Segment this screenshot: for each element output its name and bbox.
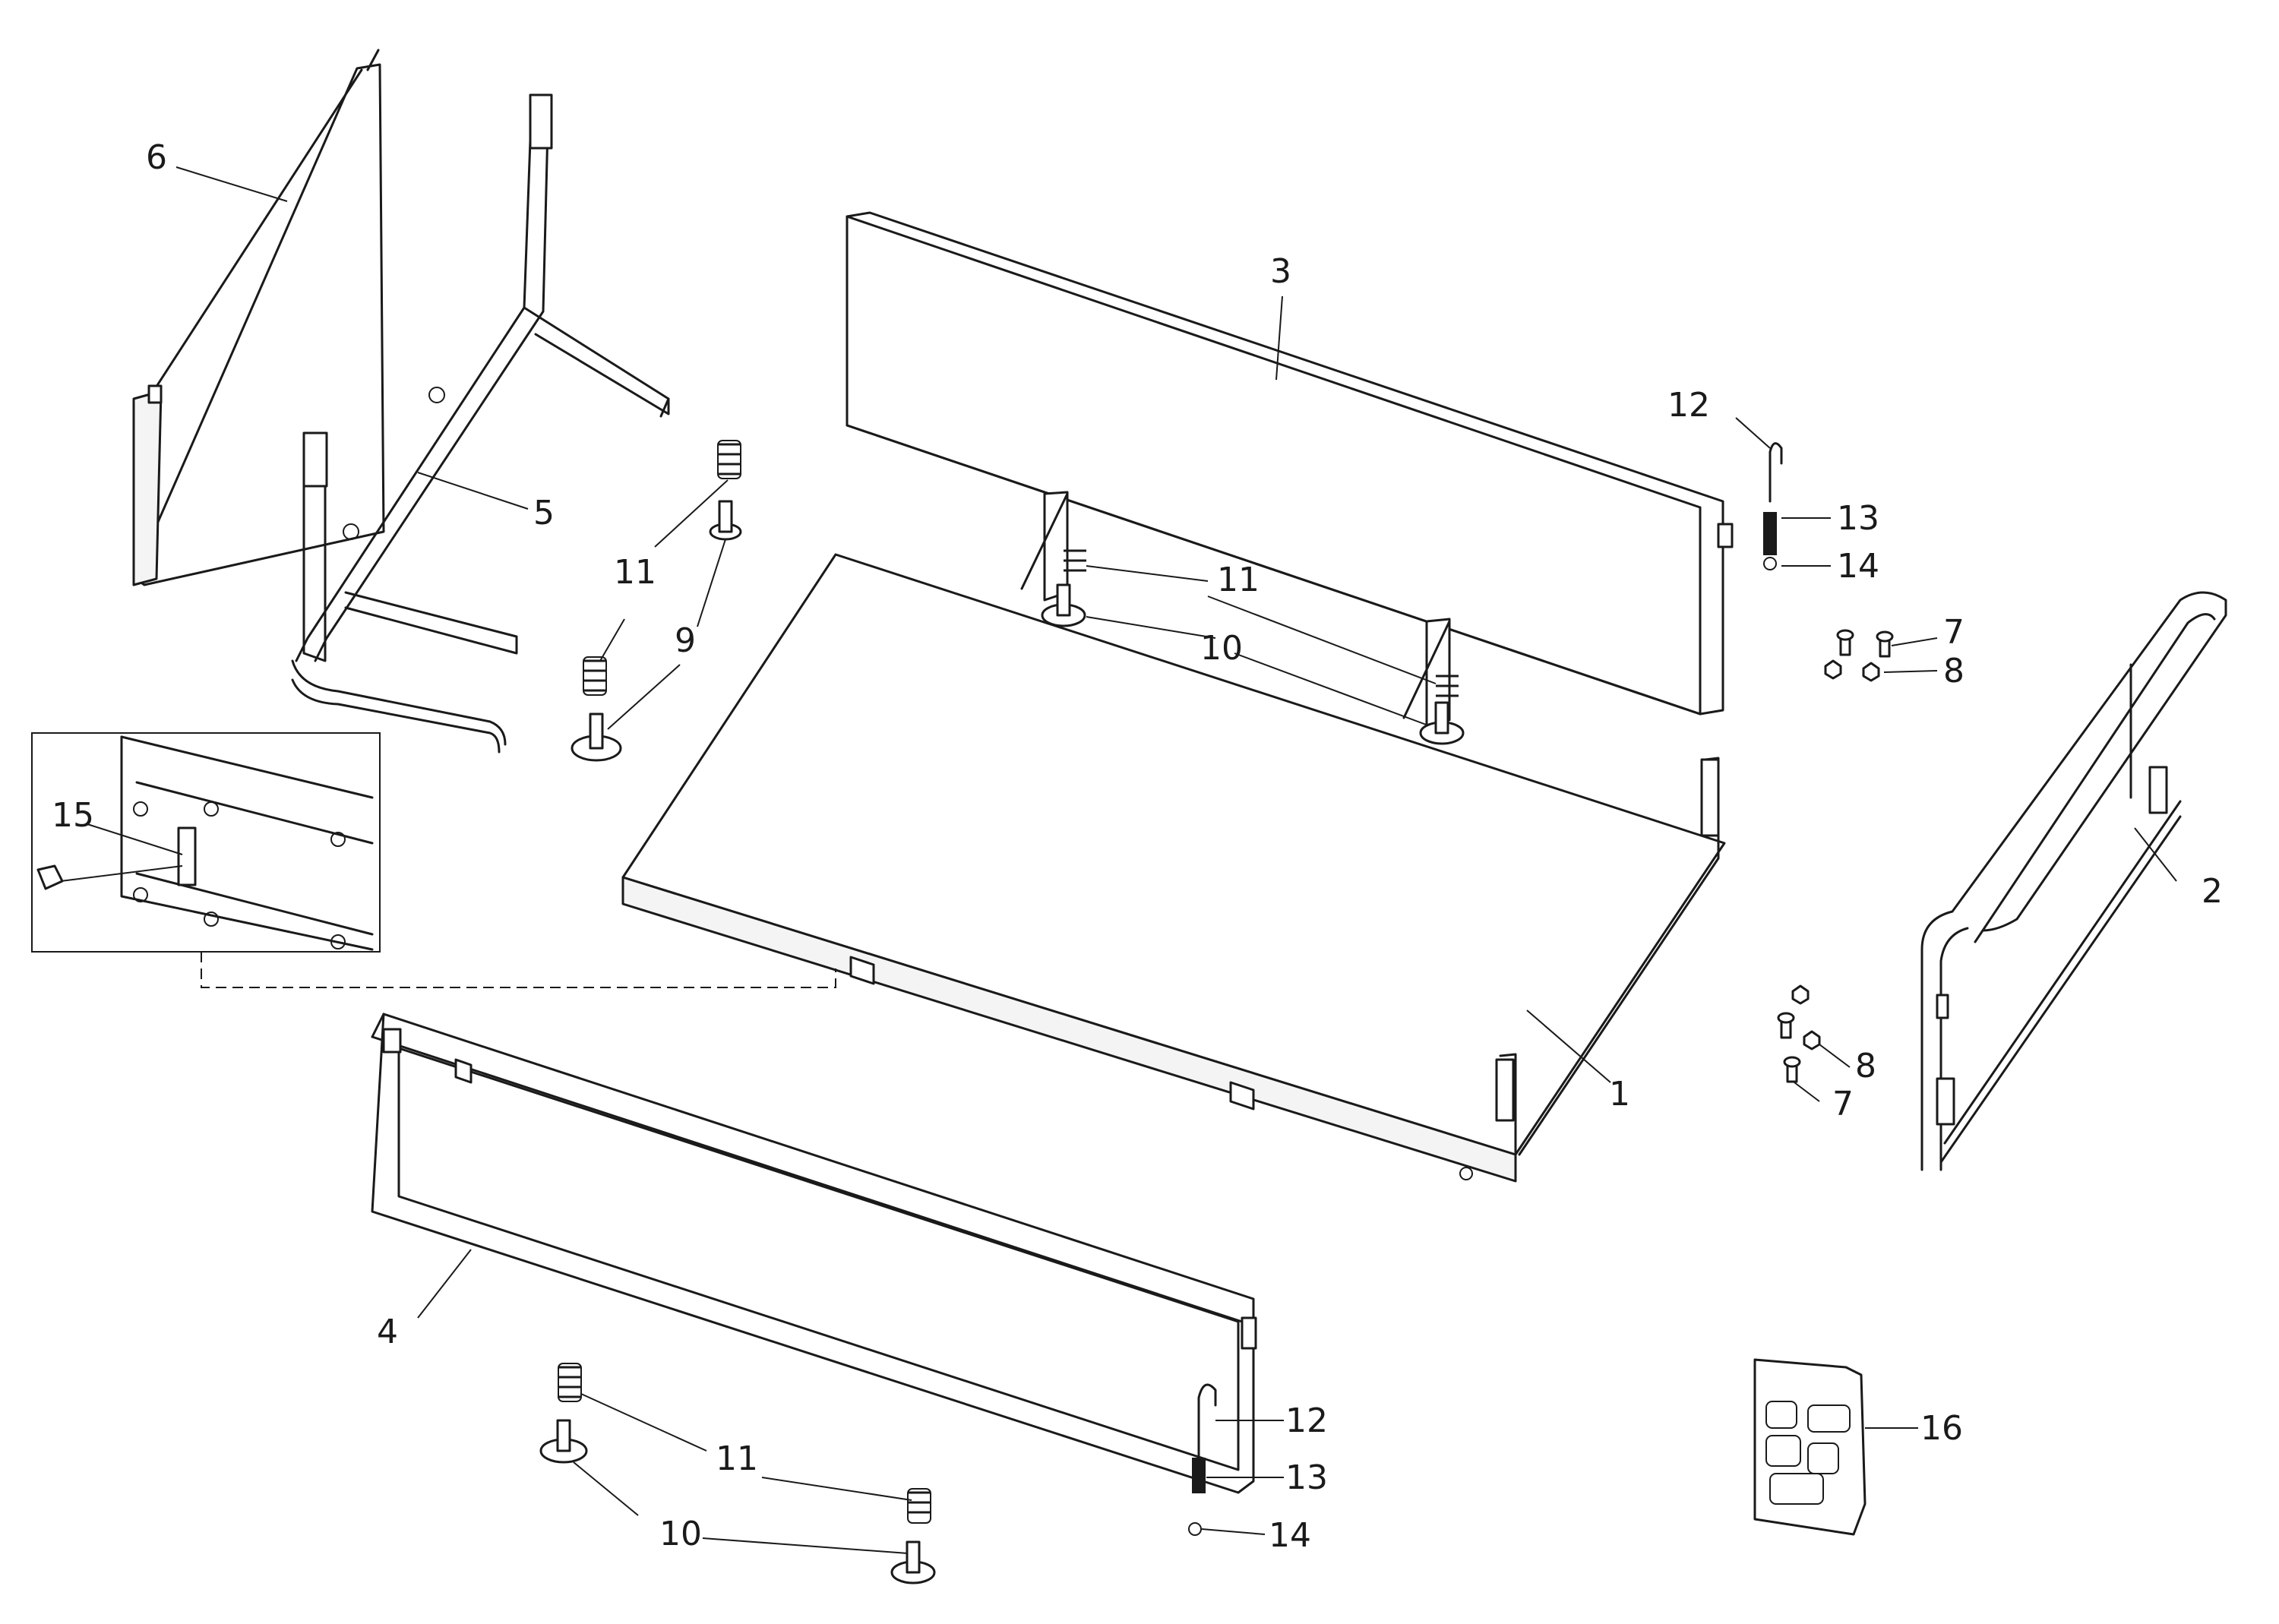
bed-floor-part <box>621 553 1726 1183</box>
bolt-top-a-part <box>1836 629 1854 656</box>
knob-center-b-part <box>1419 701 1465 745</box>
nut-bottom-b-part <box>1803 1030 1821 1051</box>
callout-15: 15 <box>52 796 94 835</box>
callout-7-top: 7 <box>1943 613 1964 652</box>
callout-6: 6 <box>146 138 167 177</box>
bolt-bottom-b-part <box>1783 1056 1801 1083</box>
bolt-top-b-part <box>1876 630 1894 658</box>
callout-3: 3 <box>1270 252 1291 291</box>
callout-2: 2 <box>2202 872 2223 911</box>
front-panel-part <box>846 211 1734 729</box>
callout-8-top: 8 <box>1943 652 1964 690</box>
leader-lines <box>60 166 2177 1554</box>
spring-bottom-a-part <box>558 1363 582 1402</box>
nut-top-a-part <box>1824 659 1842 680</box>
callout-14-top: 14 <box>1837 547 1879 586</box>
knob-top-part <box>709 500 742 541</box>
callout-11-bottom: 11 <box>716 1439 758 1478</box>
spring-left-part <box>583 656 607 696</box>
callout-9: 9 <box>675 621 696 660</box>
callout-10-center: 10 <box>1200 629 1243 668</box>
knob-bottom-b-part <box>890 1540 936 1585</box>
nut-bottom-a-part <box>1791 984 1810 1005</box>
side-frame-part <box>291 93 670 754</box>
callout-8-bottom: 8 <box>1855 1047 1876 1085</box>
callout-14-bottom: 14 <box>1269 1516 1311 1555</box>
callout-16: 16 <box>1920 1409 1963 1448</box>
side-panel-part <box>132 49 385 586</box>
callout-12-top: 12 <box>1667 386 1710 425</box>
spring-center-b-part <box>1436 675 1459 697</box>
callout-5: 5 <box>533 494 555 532</box>
callout-11-left: 11 <box>614 553 656 592</box>
washer-top-part <box>1763 557 1777 570</box>
callout-13-bottom: 13 <box>1285 1458 1328 1497</box>
callout-7-bottom: 7 <box>1832 1085 1854 1123</box>
spring-pin-bottom-part <box>1192 1458 1206 1493</box>
knob-center-a-part <box>1041 583 1086 627</box>
spring-bottom-b-part <box>907 1488 931 1524</box>
callout-10-bottom: 10 <box>659 1515 702 1553</box>
callout-12-bottom: 12 <box>1285 1401 1328 1440</box>
spring-top-part <box>717 440 741 479</box>
washer-bottom-part <box>1188 1522 1202 1536</box>
knob-left-part <box>571 712 622 762</box>
callout-11-center: 11 <box>1217 561 1260 599</box>
rear-guard-part <box>1920 591 2227 1171</box>
callout-13-top: 13 <box>1837 499 1879 538</box>
pin-top-part <box>1769 442 1783 503</box>
callout-4: 4 <box>377 1313 398 1351</box>
pin-bottom-part <box>1197 1383 1217 1460</box>
inset-detail-box <box>31 732 836 988</box>
callout-1: 1 <box>1609 1075 1630 1114</box>
knob-bottom-a-part <box>539 1419 588 1464</box>
tailgate-part <box>371 1013 1257 1494</box>
spring-pin-top-part <box>1763 512 1777 555</box>
nut-top-b-part <box>1862 662 1880 682</box>
bolt-bottom-a-part <box>1777 1012 1795 1039</box>
spring-center-a-part <box>1064 549 1086 572</box>
callout-labels: 6 3 5 12 13 14 7 8 11 9 11 10 2 1 8 7 15… <box>52 138 2223 1555</box>
decal-part <box>1753 1358 1867 1536</box>
